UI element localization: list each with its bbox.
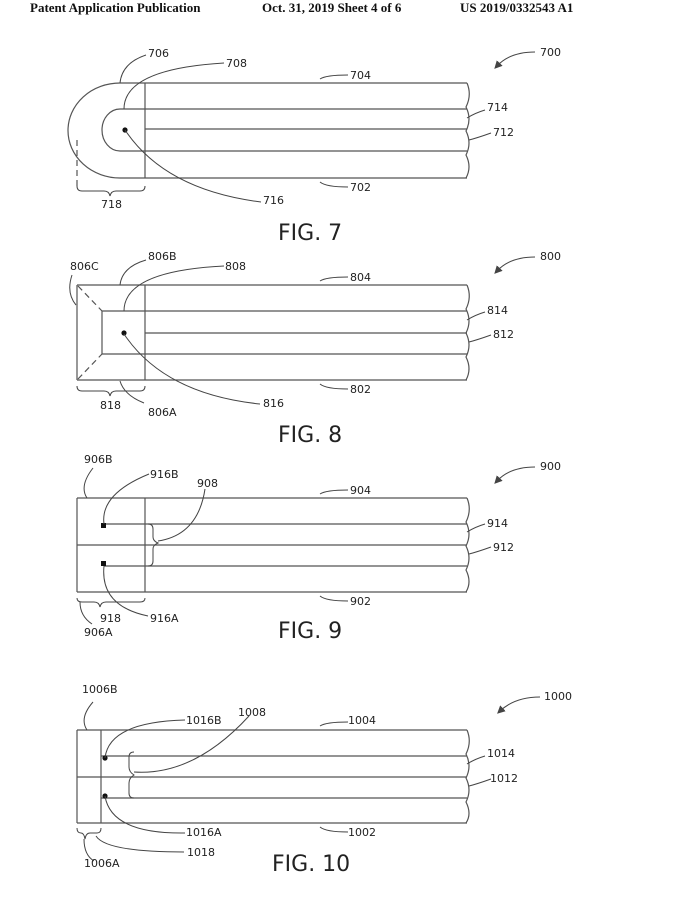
outer-rounded-end [67, 82, 121, 179]
label-1016a: 1016A [186, 826, 222, 839]
label-912: 912 [493, 541, 514, 554]
break-line [465, 729, 470, 824]
reference-arrow [494, 51, 536, 69]
label-1018: 1018 [187, 846, 215, 859]
brace-818 [76, 385, 146, 397]
cable-layers [76, 284, 467, 381]
figure-caption: FIG. 7 [278, 221, 342, 246]
label-904: 904 [350, 484, 371, 497]
figure-7: 700 702 704 706 708 712 714 716 718 FIG.… [67, 46, 561, 246]
figure-caption: FIG. 8 [278, 423, 342, 448]
break-line [465, 497, 470, 593]
label-800: 800 [540, 250, 561, 263]
label-702: 702 [350, 181, 371, 194]
leader-lines [83, 701, 492, 862]
inner-rounded-end [101, 108, 121, 152]
figure-caption: FIG. 10 [272, 852, 350, 877]
publication-date-sheet: Oct. 31, 2019 Sheet 4 of 6 [262, 0, 402, 15]
label-700: 700 [540, 46, 561, 59]
label-818: 818 [100, 399, 121, 412]
label-1002: 1002 [348, 826, 376, 839]
label-712: 712 [493, 126, 514, 139]
figure-10: 1000 1002 1004 1006A 1006B 1008 1012 101… [76, 683, 572, 877]
label-708: 708 [226, 57, 247, 70]
label-806c: 806C [70, 260, 99, 273]
label-1006a: 1006A [84, 857, 120, 870]
label-808: 808 [225, 260, 246, 273]
label-1000: 1000 [544, 690, 572, 703]
cable-layers [76, 729, 467, 824]
label-706: 706 [148, 47, 169, 60]
label-916b: 916B [150, 468, 179, 481]
label-1012: 1012 [490, 772, 518, 785]
label-704: 704 [350, 69, 371, 82]
label-802: 802 [350, 383, 371, 396]
brace-1018 [76, 827, 102, 840]
label-718: 718 [101, 198, 122, 211]
point-916b [101, 523, 106, 528]
brace-908 [147, 523, 160, 567]
publication-type: Patent Application Publication [30, 0, 201, 15]
label-1014: 1014 [487, 747, 515, 760]
figure-caption: FIG. 9 [278, 619, 342, 644]
label-714: 714 [487, 101, 508, 114]
leader-lines [119, 54, 492, 203]
reference-arrow [494, 256, 536, 274]
figure-8: 800 802 804 806A 806B 806C 808 812 814 8… [69, 250, 561, 448]
brace-718 [76, 185, 146, 197]
label-902: 902 [350, 595, 371, 608]
label-806b: 806B [148, 250, 177, 263]
label-900: 900 [540, 460, 561, 473]
label-906a: 906A [84, 626, 113, 639]
label-1008: 1008 [238, 706, 266, 719]
label-1004: 1004 [348, 714, 376, 727]
point-816 [121, 330, 127, 336]
patent-header: Patent Application Publication Oct. 31, … [0, 0, 700, 16]
label-816: 816 [263, 397, 284, 410]
brace-918 [76, 597, 146, 608]
label-914: 914 [487, 517, 508, 530]
label-804: 804 [350, 271, 371, 284]
reference-arrow [497, 696, 541, 714]
label-812: 812 [493, 328, 514, 341]
label-916a: 916A [150, 612, 179, 625]
leader-lines [79, 467, 492, 625]
reference-arrow [494, 466, 536, 484]
break-line [465, 82, 470, 179]
label-1006b: 1006B [82, 683, 118, 696]
label-918: 918 [100, 612, 121, 625]
label-814: 814 [487, 304, 508, 317]
label-908: 908 [197, 477, 218, 490]
break-line [465, 284, 470, 381]
leader-lines [69, 259, 492, 405]
label-1016b: 1016B [186, 714, 222, 727]
cable-layers [120, 82, 467, 179]
label-716: 716 [263, 194, 284, 207]
figure-9: 900 902 904 906A 906B 908 912 914 916A 9… [76, 453, 561, 644]
brace-1008 [128, 751, 135, 799]
label-906b: 906B [84, 453, 113, 466]
point-916a [101, 561, 106, 566]
cable-layers [76, 497, 467, 593]
dashed-diagonals [77, 285, 103, 380]
publication-number: US 2019/0332543 A1 [460, 0, 574, 15]
label-806a: 806A [148, 406, 177, 419]
